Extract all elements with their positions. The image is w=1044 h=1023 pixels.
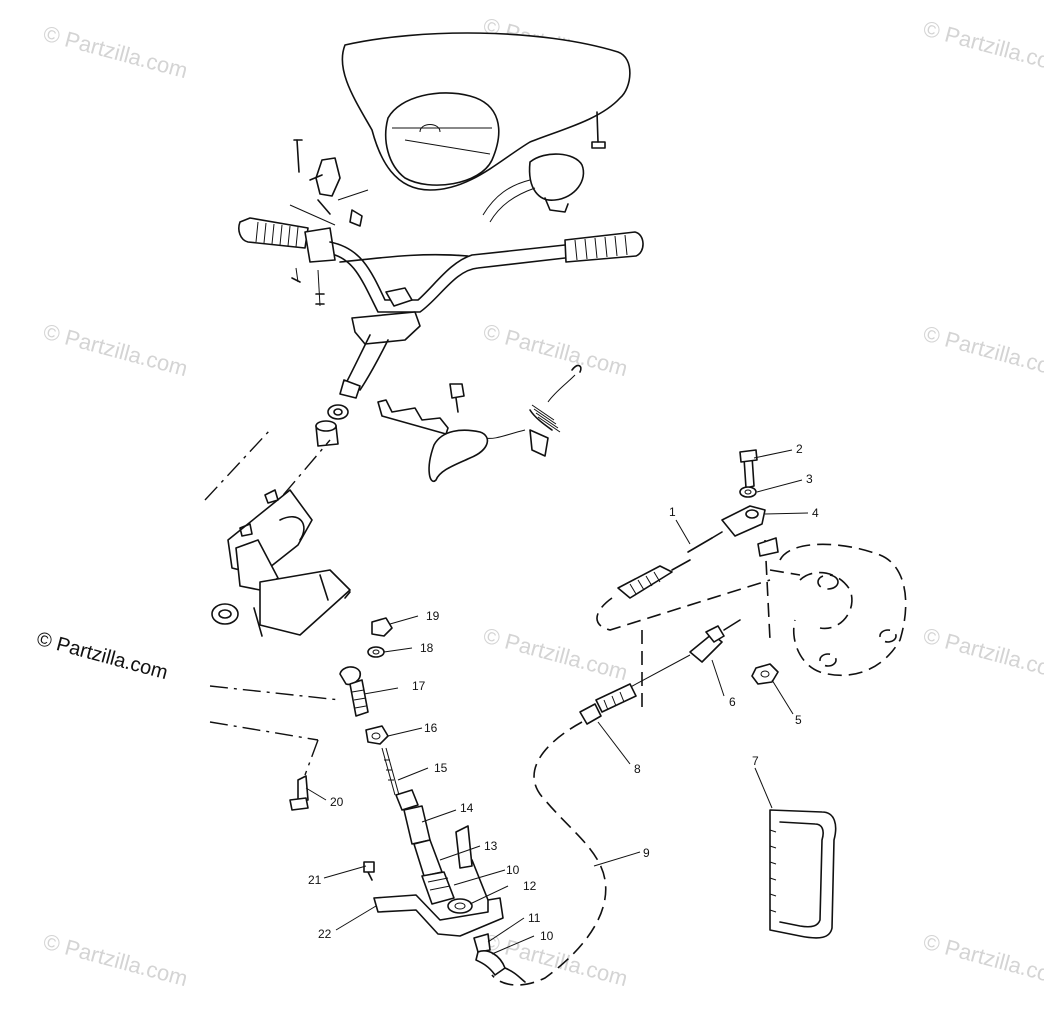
callout-17: 17 <box>412 679 426 693</box>
callout-1: 1 <box>669 505 676 519</box>
callout-14: 14 <box>460 801 474 815</box>
callout-20: 20 <box>330 795 344 809</box>
callout-2: 2 <box>796 442 803 456</box>
watermark: © Partzilla.com <box>41 929 191 992</box>
reverse-handle <box>769 809 837 939</box>
brake-lever-assembly <box>289 139 369 227</box>
reverse-cable <box>491 619 741 986</box>
watermark: © Partzilla.com <box>481 319 631 382</box>
callout-13: 13 <box>484 839 498 853</box>
callout-16: 16 <box>424 721 438 735</box>
watermark: © Partzilla.com <box>921 321 1044 384</box>
watermark: © Partzilla.com <box>921 929 1044 992</box>
callout-18: 18 <box>420 641 434 655</box>
handlebar-pod <box>341 32 631 191</box>
switch-housing <box>482 153 585 223</box>
linkage-parts <box>209 617 393 811</box>
callout-8: 8 <box>634 762 641 776</box>
callout-11: 11 <box>528 911 541 925</box>
bracket-plate <box>377 383 465 435</box>
steering-post <box>315 311 421 447</box>
throttle-cable-parts <box>596 449 779 641</box>
engine-housing-phantom <box>769 543 907 677</box>
callout-5: 5 <box>795 713 802 727</box>
callout-numbers: 1 2 3 4 5 6 7 8 9 10 11 12 13 14 15 16 1… <box>308 442 819 943</box>
watermark: © Partzilla.com <box>481 623 631 686</box>
callout-10b: 10 <box>540 929 554 943</box>
callout-10: 10 <box>506 863 520 877</box>
watermark: © Partzilla.com <box>921 623 1044 686</box>
handlebar <box>238 217 644 313</box>
nut-5 <box>751 663 779 685</box>
leader-lines <box>305 449 809 955</box>
watermark: © Partzilla.com <box>41 21 191 84</box>
callout-9: 9 <box>643 846 650 860</box>
callout-4: 4 <box>812 506 819 520</box>
callout-6: 6 <box>729 695 736 709</box>
callout-19: 19 <box>426 609 440 623</box>
callout-12: 12 <box>523 879 537 893</box>
watermark: © Partzilla.com <box>921 16 1044 79</box>
watermark: © Partzilla.com <box>481 929 631 992</box>
callout-15: 15 <box>434 761 448 775</box>
tether-cord <box>428 364 582 483</box>
watermark: © Partzilla.com <box>41 319 191 382</box>
cable-end-assembly <box>363 747 526 983</box>
callout-3: 3 <box>806 472 813 486</box>
callout-21: 21 <box>308 873 322 887</box>
callout-7: 7 <box>752 754 759 768</box>
callout-22: 22 <box>318 927 332 941</box>
steering-support <box>204 429 351 637</box>
